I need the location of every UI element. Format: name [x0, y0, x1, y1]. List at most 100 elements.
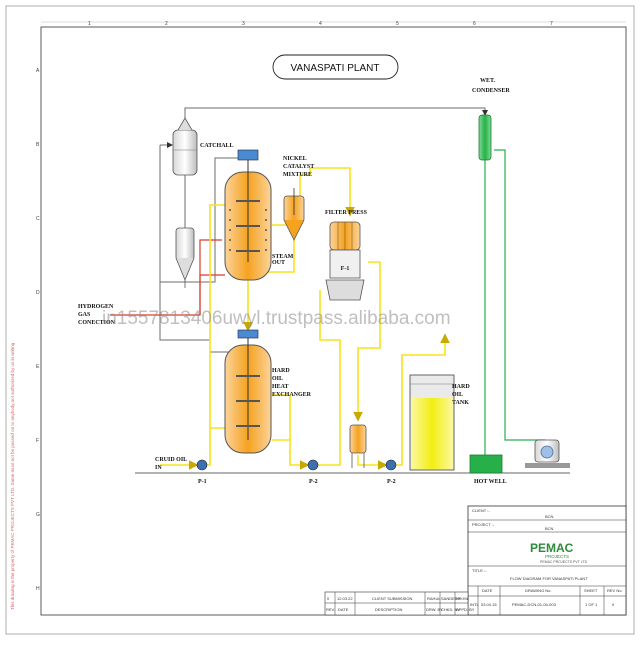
revision-table: [324, 591, 469, 616]
separator-vessel: [175, 227, 195, 288]
pump-p2: [307, 459, 319, 471]
col-rev: REV No.: [607, 588, 623, 593]
project-value: BCN: [545, 526, 554, 531]
guard-filter: [349, 424, 367, 468]
pump-p2-label: P-2: [309, 479, 318, 485]
hydrogen-branch: [199, 239, 222, 315]
pemac-logo-sub: PROJECTS: [545, 554, 569, 559]
pemac-logo: PEMAC: [530, 541, 574, 555]
crude-oil-line2: IN: [155, 465, 162, 471]
grid-row-g: G: [36, 512, 40, 518]
col-drawing: DRAWING No.: [525, 588, 552, 593]
vacuum-line: [184, 107, 488, 118]
date-value: 03.04.15: [481, 602, 497, 607]
filter-to-guard: [353, 261, 381, 422]
catalyst-vessel: [283, 188, 305, 241]
rev-row1-checked: SANDEEP: [441, 596, 460, 601]
exchanger-line1: HARD: [272, 368, 290, 374]
grid-row-e: E: [36, 364, 40, 370]
drawing-value: PEMAC-DCN-01-04-003: [512, 602, 557, 607]
heat-exchanger: [224, 329, 272, 454]
client-value: BCN: [545, 514, 554, 519]
pump-p1-label: P-1: [198, 479, 207, 485]
exchanger-line2: OIL: [272, 376, 283, 382]
project-label: PROJECT :-: [472, 522, 495, 527]
client-label: CLIENT :-: [472, 508, 490, 513]
outer-frame: [5, 5, 635, 635]
p1-to-reactor: [209, 204, 225, 428]
rev-row2-no: REV.: [326, 607, 335, 612]
title-block: [467, 505, 627, 616]
cooling-water-line: [494, 149, 546, 450]
hydrogen-line3: CONECTION: [78, 320, 116, 326]
hydrogen-line2: GAS: [78, 312, 91, 318]
watermark: in1557813406uwyl.trustpass.alibaba.com: [102, 308, 451, 329]
pump-p3-label: P-2: [387, 479, 396, 485]
grid-col-1: 1: [88, 21, 91, 27]
grid-columns: 1 2 3 4 5 6 7: [41, 21, 626, 27]
hard-oil-tank: [409, 374, 455, 471]
guard-to-p3: [357, 455, 388, 470]
rev-row1-drawn: RAHUL: [427, 596, 441, 601]
steam-out-line1: STEAM: [272, 254, 294, 260]
filter-drain: [319, 290, 341, 440]
exchanger-to-p2: [272, 439, 310, 470]
rev-row2-desc: DESCRIPTION: [375, 607, 402, 612]
grid-col-2: 2: [165, 21, 168, 27]
grid-row-d: D: [36, 290, 40, 296]
condenser-line2: CONDENSER: [472, 88, 510, 94]
catchall: [172, 117, 198, 176]
hydrogen-line1: HYDROGEN: [78, 304, 114, 310]
grid-col-5: 5: [396, 21, 399, 27]
rev-row1-no: 0: [327, 596, 330, 601]
intl-label: INTL: [470, 602, 479, 607]
col-sheet: SHEET: [584, 588, 598, 593]
rev-row2-approved: APPD. BY: [456, 607, 475, 612]
tank-line2: OIL: [452, 392, 463, 398]
grid-col-3: 3: [242, 21, 245, 27]
pump-p3: [385, 459, 397, 471]
p3-to-tank: [396, 333, 450, 466]
exchanger-out: [272, 394, 291, 440]
grid-row-a: A: [36, 68, 40, 74]
grid-col-4: 4: [319, 21, 322, 27]
title-label: TITLE :-: [472, 568, 487, 573]
grid-rows: A B C D E F G H: [36, 68, 40, 592]
rev-row2-drawn: DRW. BY: [426, 607, 443, 612]
side-disclaimer: This drawing is the property of PEMAC PR…: [10, 342, 15, 610]
hydrogenation-reactor: [224, 149, 272, 281]
grid-row-c: C: [36, 216, 40, 222]
rev-row2-checked: CHKD. BY: [441, 607, 460, 612]
rev-row1-approved: NIKHIL: [456, 596, 470, 601]
crude-oil-line1: CRUID OIL: [155, 457, 187, 463]
diagram-title: VANASPATI PLANT: [291, 63, 380, 74]
filter-press: [325, 221, 365, 301]
grid-row-h: H: [36, 586, 40, 592]
catalyst-to-filter: [309, 167, 355, 217]
nickel-line1: NICKEL: [283, 156, 307, 162]
hot-well-label: HOT WELL: [474, 479, 507, 485]
vacuum-pump: [525, 439, 570, 468]
sheet-value: 1 OF 1: [585, 602, 598, 607]
nickel-line2: CATALYST: [283, 164, 314, 170]
company-name: PEMAC PROJECTS PVT LTD: [540, 560, 588, 564]
exchanger-line3: HEAT: [272, 384, 289, 390]
condenser-line1: WET.: [480, 78, 496, 84]
filter-tag: F-1: [341, 266, 350, 272]
grid-row-f: F: [36, 438, 39, 444]
wet-condenser: [478, 114, 492, 161]
gray-recycle-line: [159, 145, 243, 283]
exchanger-line4: EXCHANGER: [272, 392, 312, 398]
rev-row2-date: DATE: [338, 607, 349, 612]
rev-row1-date: 12.03.22: [337, 596, 353, 601]
grid-row-b: B: [36, 142, 40, 148]
grid-col-7: 7: [550, 21, 553, 27]
title-value: FLOW DIAGRAM FOR VANASPATI PLANT: [510, 576, 588, 581]
rev-row1-desc: CLIENT SUBMISSION: [372, 596, 412, 601]
filter-press-label: FILTER PRESS: [325, 210, 368, 216]
pump-p1: [196, 459, 208, 471]
p1-to-exchanger: [205, 427, 225, 466]
rev-value: 0: [612, 602, 615, 607]
